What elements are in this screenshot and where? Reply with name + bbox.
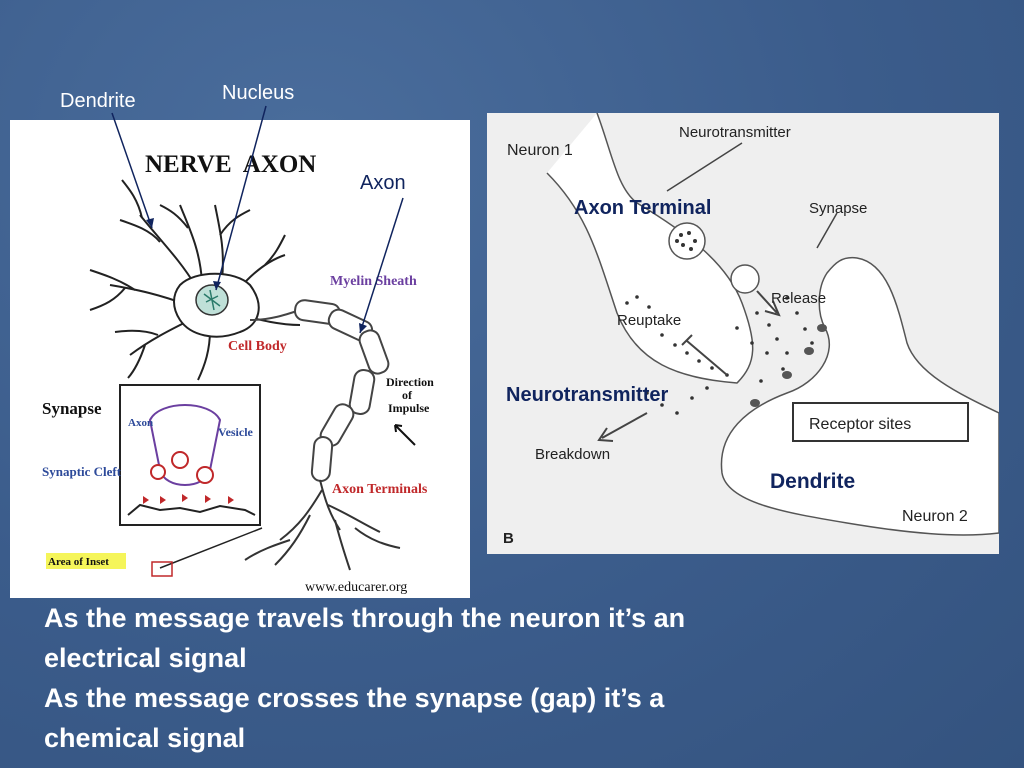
caption-line-2: electrical signal [44, 638, 1004, 678]
caption-line-3: As the message crosses the synapse (gap)… [44, 678, 1004, 718]
nucleus-overlay-label: Nucleus [222, 82, 294, 105]
dendrite-overlay-label: Dendrite [60, 90, 136, 113]
axon-overlay-label: Axon [360, 172, 406, 195]
nucleus-pointer [216, 106, 266, 290]
dendrite-pointer [112, 113, 152, 228]
neurotransmitter-overlay-label: Neurotransmitter [506, 384, 668, 407]
caption-text: As the message travels through the neuro… [44, 598, 1004, 758]
caption-line-4: chemical signal [44, 718, 1004, 758]
caption-line-1: As the message travels through the neuro… [44, 598, 1004, 638]
axon-pointer [360, 198, 403, 333]
dendrite-right-label: Dendrite [770, 470, 855, 494]
axon-terminal-label: Axon Terminal [574, 197, 711, 220]
